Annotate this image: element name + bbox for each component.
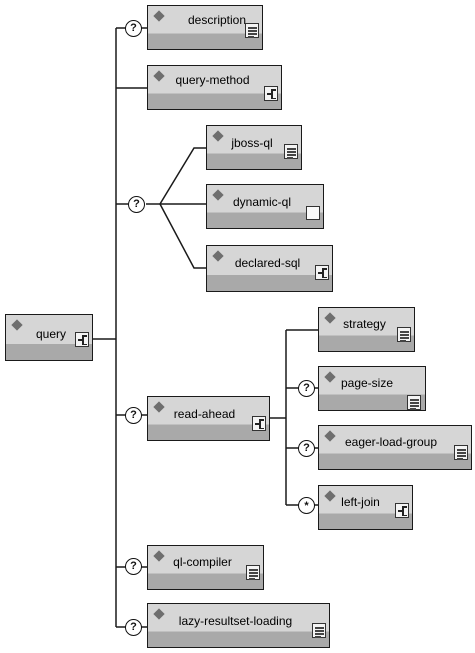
node-label: description xyxy=(187,13,247,27)
optional-marker: ? xyxy=(298,380,315,397)
node-declared-sql[interactable]: declared-sql xyxy=(206,245,333,292)
node-label: query-method xyxy=(175,73,250,87)
node-label: jboss-ql xyxy=(231,136,273,150)
optional-marker: ? xyxy=(125,407,142,424)
text-content-icon xyxy=(245,23,259,38)
sequence-icon xyxy=(315,265,329,280)
choice-optional-marker: ? xyxy=(128,196,145,213)
node-jboss-ql[interactable]: jboss-ql xyxy=(206,125,302,170)
empty-content-icon xyxy=(306,206,320,220)
node-label: eager-load-group xyxy=(344,435,438,449)
text-content-icon xyxy=(312,623,326,638)
node-read-ahead[interactable]: read-ahead xyxy=(147,396,270,441)
node-page-size[interactable]: page-size xyxy=(318,366,426,411)
node-eager-load-group[interactable]: eager-load-group xyxy=(318,425,472,470)
optional-marker: ? xyxy=(125,558,142,575)
text-content-icon xyxy=(397,327,411,342)
node-label: left-join xyxy=(341,495,380,509)
node-label: read-ahead xyxy=(173,407,236,421)
optional-marker: ? xyxy=(298,440,315,457)
node-dynamic-ql[interactable]: dynamic-ql xyxy=(206,184,324,229)
node-label: declared-sql xyxy=(234,256,301,270)
node-ql-compiler[interactable]: ql-compiler xyxy=(147,545,264,590)
sequence-icon xyxy=(395,503,409,518)
node-label: page-size xyxy=(340,376,394,390)
optional-marker: ? xyxy=(125,20,142,37)
root-node-query[interactable]: query xyxy=(5,314,93,361)
sequence-icon xyxy=(75,332,89,347)
node-label: lazy-resultset-loading xyxy=(178,614,293,628)
node-strategy[interactable]: strategy xyxy=(318,307,415,352)
diamond-icon xyxy=(11,319,23,331)
optional-marker: ? xyxy=(125,619,142,636)
text-content-icon xyxy=(284,144,298,159)
node-label: ql-compiler xyxy=(173,555,232,569)
text-content-icon xyxy=(407,395,421,410)
sequence-icon xyxy=(252,416,266,431)
node-lazy-resultset-loading[interactable]: lazy-resultset-loading xyxy=(147,603,330,648)
node-label: dynamic-ql xyxy=(232,195,292,209)
node-label: query xyxy=(36,327,67,341)
node-query-method[interactable]: query-method xyxy=(147,65,282,110)
text-content-icon xyxy=(246,565,260,580)
node-description[interactable]: description xyxy=(147,5,263,50)
zero-or-more-marker: * xyxy=(298,497,315,514)
node-label: strategy xyxy=(343,317,386,331)
node-left-join[interactable]: left-join xyxy=(318,485,413,530)
sequence-icon xyxy=(264,86,278,101)
text-content-icon xyxy=(454,445,468,460)
